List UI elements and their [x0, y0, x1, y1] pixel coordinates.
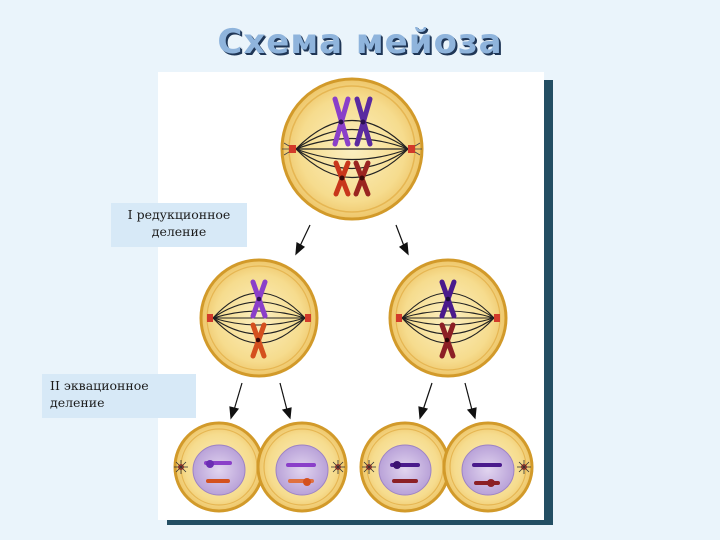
- chromosome-pair-violet: [332, 96, 373, 147]
- centriole: [331, 460, 345, 474]
- arrows-division-2: [229, 382, 477, 420]
- page-title: Схема мейоза: [217, 22, 503, 62]
- gamete-cell-3: [359, 421, 451, 513]
- chromosome-red: [250, 322, 267, 359]
- centriole-left: [282, 142, 296, 156]
- centriole-right: [408, 142, 422, 156]
- centriole: [174, 460, 188, 474]
- chromosome-violet: [250, 279, 268, 319]
- daughter-cell-right: [388, 258, 508, 378]
- centriole: [362, 460, 376, 474]
- parent-cell: [280, 77, 424, 221]
- arrows-division-1: [295, 224, 409, 256]
- daughter-cell-left: [199, 258, 319, 378]
- spindle: [295, 119, 409, 179]
- first-division-label: I редукционное деление: [111, 203, 247, 247]
- second-division-label: II эквационное деление: [42, 374, 196, 418]
- gamete-cell-4: [442, 421, 534, 513]
- chromosome-pair-red: [333, 160, 371, 197]
- gamete-cell-2: [256, 421, 348, 513]
- centriole: [517, 460, 531, 474]
- gamete-cell-1: [173, 421, 265, 513]
- chromosome-dark-violet: [439, 279, 457, 319]
- chromosome-dark-red: [439, 322, 456, 359]
